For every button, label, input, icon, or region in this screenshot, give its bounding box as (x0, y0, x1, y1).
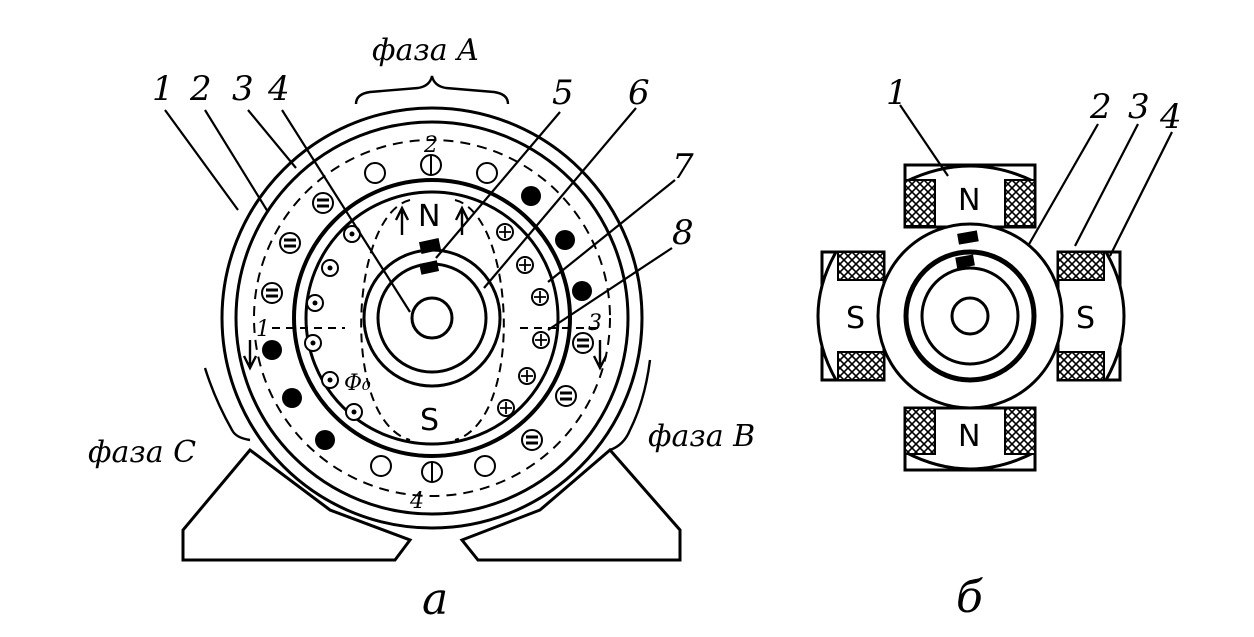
part-number-8: 8 (672, 213, 694, 253)
flux-arrow-2 (454, 205, 470, 235)
pole-b-top: N (958, 183, 980, 218)
rotor-flux-right (454, 199, 505, 441)
conductor-dot (345, 403, 363, 421)
conductor-plus (532, 331, 550, 349)
part-b-1: 1 (886, 73, 908, 113)
pole-b-bottom: N (958, 419, 980, 454)
flux-label: Φ₀ (344, 371, 371, 396)
flux-arrow-1 (394, 205, 410, 235)
mounting-foot-right (459, 447, 682, 562)
conductor-plus (497, 399, 515, 417)
rotor-flux-left (360, 199, 411, 441)
pole-shoe-right-cap (1104, 251, 1126, 381)
coil-bottom-right (1004, 407, 1036, 455)
brush-b-upper (957, 230, 979, 245)
coil-left-bottom (837, 351, 885, 381)
part-b-3: 3 (1128, 87, 1150, 127)
slot-filled (282, 388, 302, 408)
conductor-plus (531, 288, 549, 306)
coil-right-top (1057, 251, 1105, 281)
slot-empty (474, 455, 496, 477)
phase-c-label: фаза C (88, 435, 196, 470)
pole-south: S (420, 403, 439, 438)
shaft (410, 296, 454, 340)
brush-upper (418, 238, 442, 254)
figure-a: 1 2 3 4 5 6 7 8 2 1 3 4 N S Φ₀ фаза A фа… (88, 33, 755, 625)
figure-b-caption: б (956, 572, 983, 623)
conductor-plus (518, 367, 536, 385)
flux-arrow-4 (592, 340, 608, 371)
slot-minus (261, 282, 283, 304)
slot-empty (364, 162, 386, 184)
slot-filled (315, 430, 335, 450)
mounting-foot-left (181, 447, 413, 562)
slot-filled (521, 186, 541, 206)
leader-lines-b (899, 104, 1173, 257)
pole-shoe-top-cap (904, 164, 1036, 184)
part-b-4: 4 (1159, 97, 1182, 137)
stator-flux-path (253, 139, 611, 497)
conductor-plus (496, 223, 514, 241)
coil-bottom-left (904, 407, 936, 455)
pole-north: N (418, 199, 440, 234)
stator-slots (261, 154, 594, 483)
conductor-plus (516, 256, 534, 274)
housing-inner (234, 120, 630, 516)
slot-filled (555, 230, 575, 250)
coil-top-left (904, 179, 936, 227)
phase-b-bracket (609, 359, 652, 452)
part-number-1: 1 (152, 69, 174, 109)
phase-a-label: фаза A (372, 33, 479, 68)
rotor-b-inner (920, 266, 1020, 366)
slot-empty (476, 162, 498, 184)
part-b-2: 2 (1089, 87, 1112, 127)
conductor-dot (321, 259, 339, 277)
part-number-7: 7 (672, 147, 694, 187)
part-number-4: 4 (267, 69, 290, 109)
part-number-3: 3 (232, 69, 254, 109)
conductor-dot (306, 294, 324, 312)
slot-empty (370, 455, 392, 477)
rotor-outer (304, 190, 560, 446)
slot-minus (572, 332, 594, 354)
stator-bore (292, 178, 572, 458)
slot-minus (555, 385, 577, 407)
figure-a-caption: а (422, 574, 448, 625)
pole-b-right: S (1076, 301, 1095, 336)
conductor-dot (321, 371, 339, 389)
pole-shoe-left-cap (816, 251, 838, 381)
part-number-6: 6 (628, 73, 650, 113)
part-number-5: 5 (552, 73, 574, 113)
mark-left: 1 (256, 317, 270, 342)
leader-lines (164, 107, 676, 331)
phase-b-label: фаза B (648, 419, 755, 454)
slot-minus (279, 232, 301, 254)
coil-right-bottom (1057, 351, 1105, 381)
mark-top: 2 (423, 133, 438, 158)
rotor-b-ring (903, 249, 1037, 383)
figure-b: 1 2 3 4 N N S S б (816, 73, 1182, 623)
brush-b-lower (955, 254, 975, 269)
slot-filled (572, 281, 592, 301)
shaft-b (950, 296, 990, 336)
pole-b-left: S (846, 301, 865, 336)
rotor-conductors (304, 223, 550, 421)
part-number-2: 2 (189, 69, 212, 109)
coil-top-right (1004, 179, 1036, 227)
pole-shoe-bottom-cap (904, 450, 1036, 471)
slot-minus (312, 192, 334, 214)
slot-minus (521, 429, 543, 451)
coil-left-top (837, 251, 885, 281)
phase-a-bracket (354, 75, 510, 105)
mark-right: 3 (588, 311, 602, 336)
conductor-dot (304, 334, 322, 352)
mark-bottom: 4 (409, 489, 424, 514)
flux-arrow-3 (242, 340, 258, 371)
slot-filled (262, 340, 282, 360)
brush-lower (419, 260, 440, 275)
phase-c-bracket (203, 367, 251, 442)
